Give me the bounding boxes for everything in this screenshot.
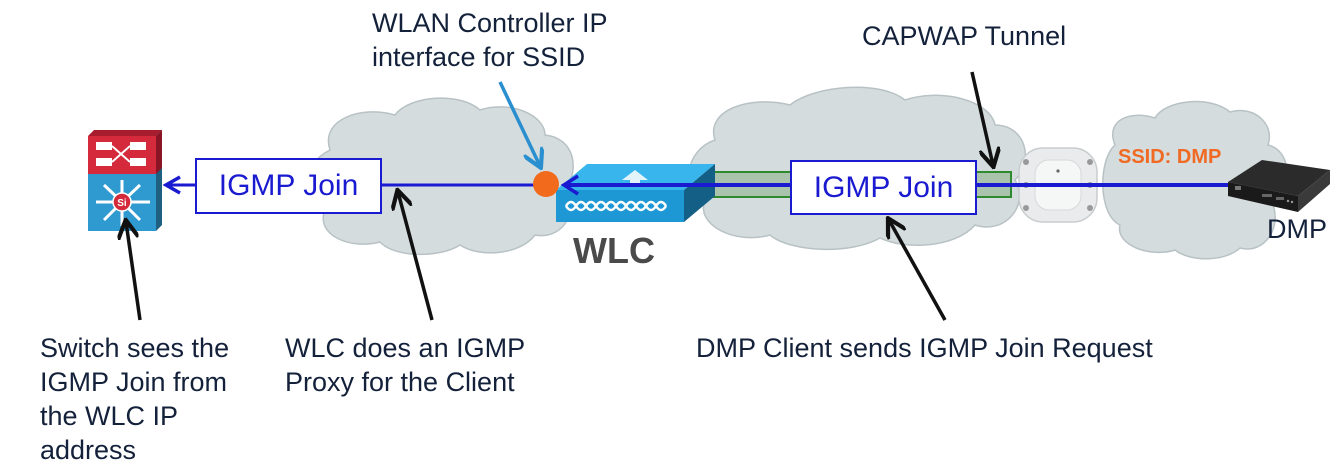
- wlc-device-icon: [556, 164, 715, 222]
- igmp-join-left-box: IGMP Join: [195, 158, 382, 214]
- annotation-wlc-proxy: WLC does an IGMP Proxy for the Client: [285, 333, 526, 397]
- flow-arrowhead-switch: [162, 175, 181, 195]
- annotation-switch-sees: Switch sees the IGMP Join from the WLC I…: [40, 333, 230, 465]
- dmp-device-icon: [1228, 160, 1330, 212]
- svg-text:Si: Si: [117, 198, 127, 209]
- interface-pointer-arrow: [498, 81, 540, 166]
- wlc-label: WLC: [573, 230, 655, 271]
- wlc-proxy-pointer-arrow: [398, 192, 434, 321]
- annotation-wlan-controller-ip: WLAN Controller IP interface for SSID: [372, 8, 608, 72]
- annotation-capwap-tunnel: CAPWAP Tunnel: [862, 21, 1067, 51]
- dmp-label: DMP: [1267, 214, 1327, 244]
- igmp-join-left-label: IGMP Join: [218, 169, 359, 202]
- dmp-client-pointer-arrow: [889, 220, 947, 321]
- switch-icon: Si: [88, 130, 162, 231]
- annotation-dmp-client-sends: DMP Client sends IGMP Join Request: [696, 333, 1153, 363]
- igmp-join-right-label: IGMP Join: [813, 170, 954, 204]
- ssid-label: SSID: DMP: [1118, 146, 1222, 168]
- wlc-interface-dot: [533, 171, 559, 197]
- capwap-pointer-arrow: [970, 71, 993, 165]
- igmp-join-right-box: IGMP Join: [790, 160, 977, 215]
- switch-pointer-arrow: [126, 222, 142, 321]
